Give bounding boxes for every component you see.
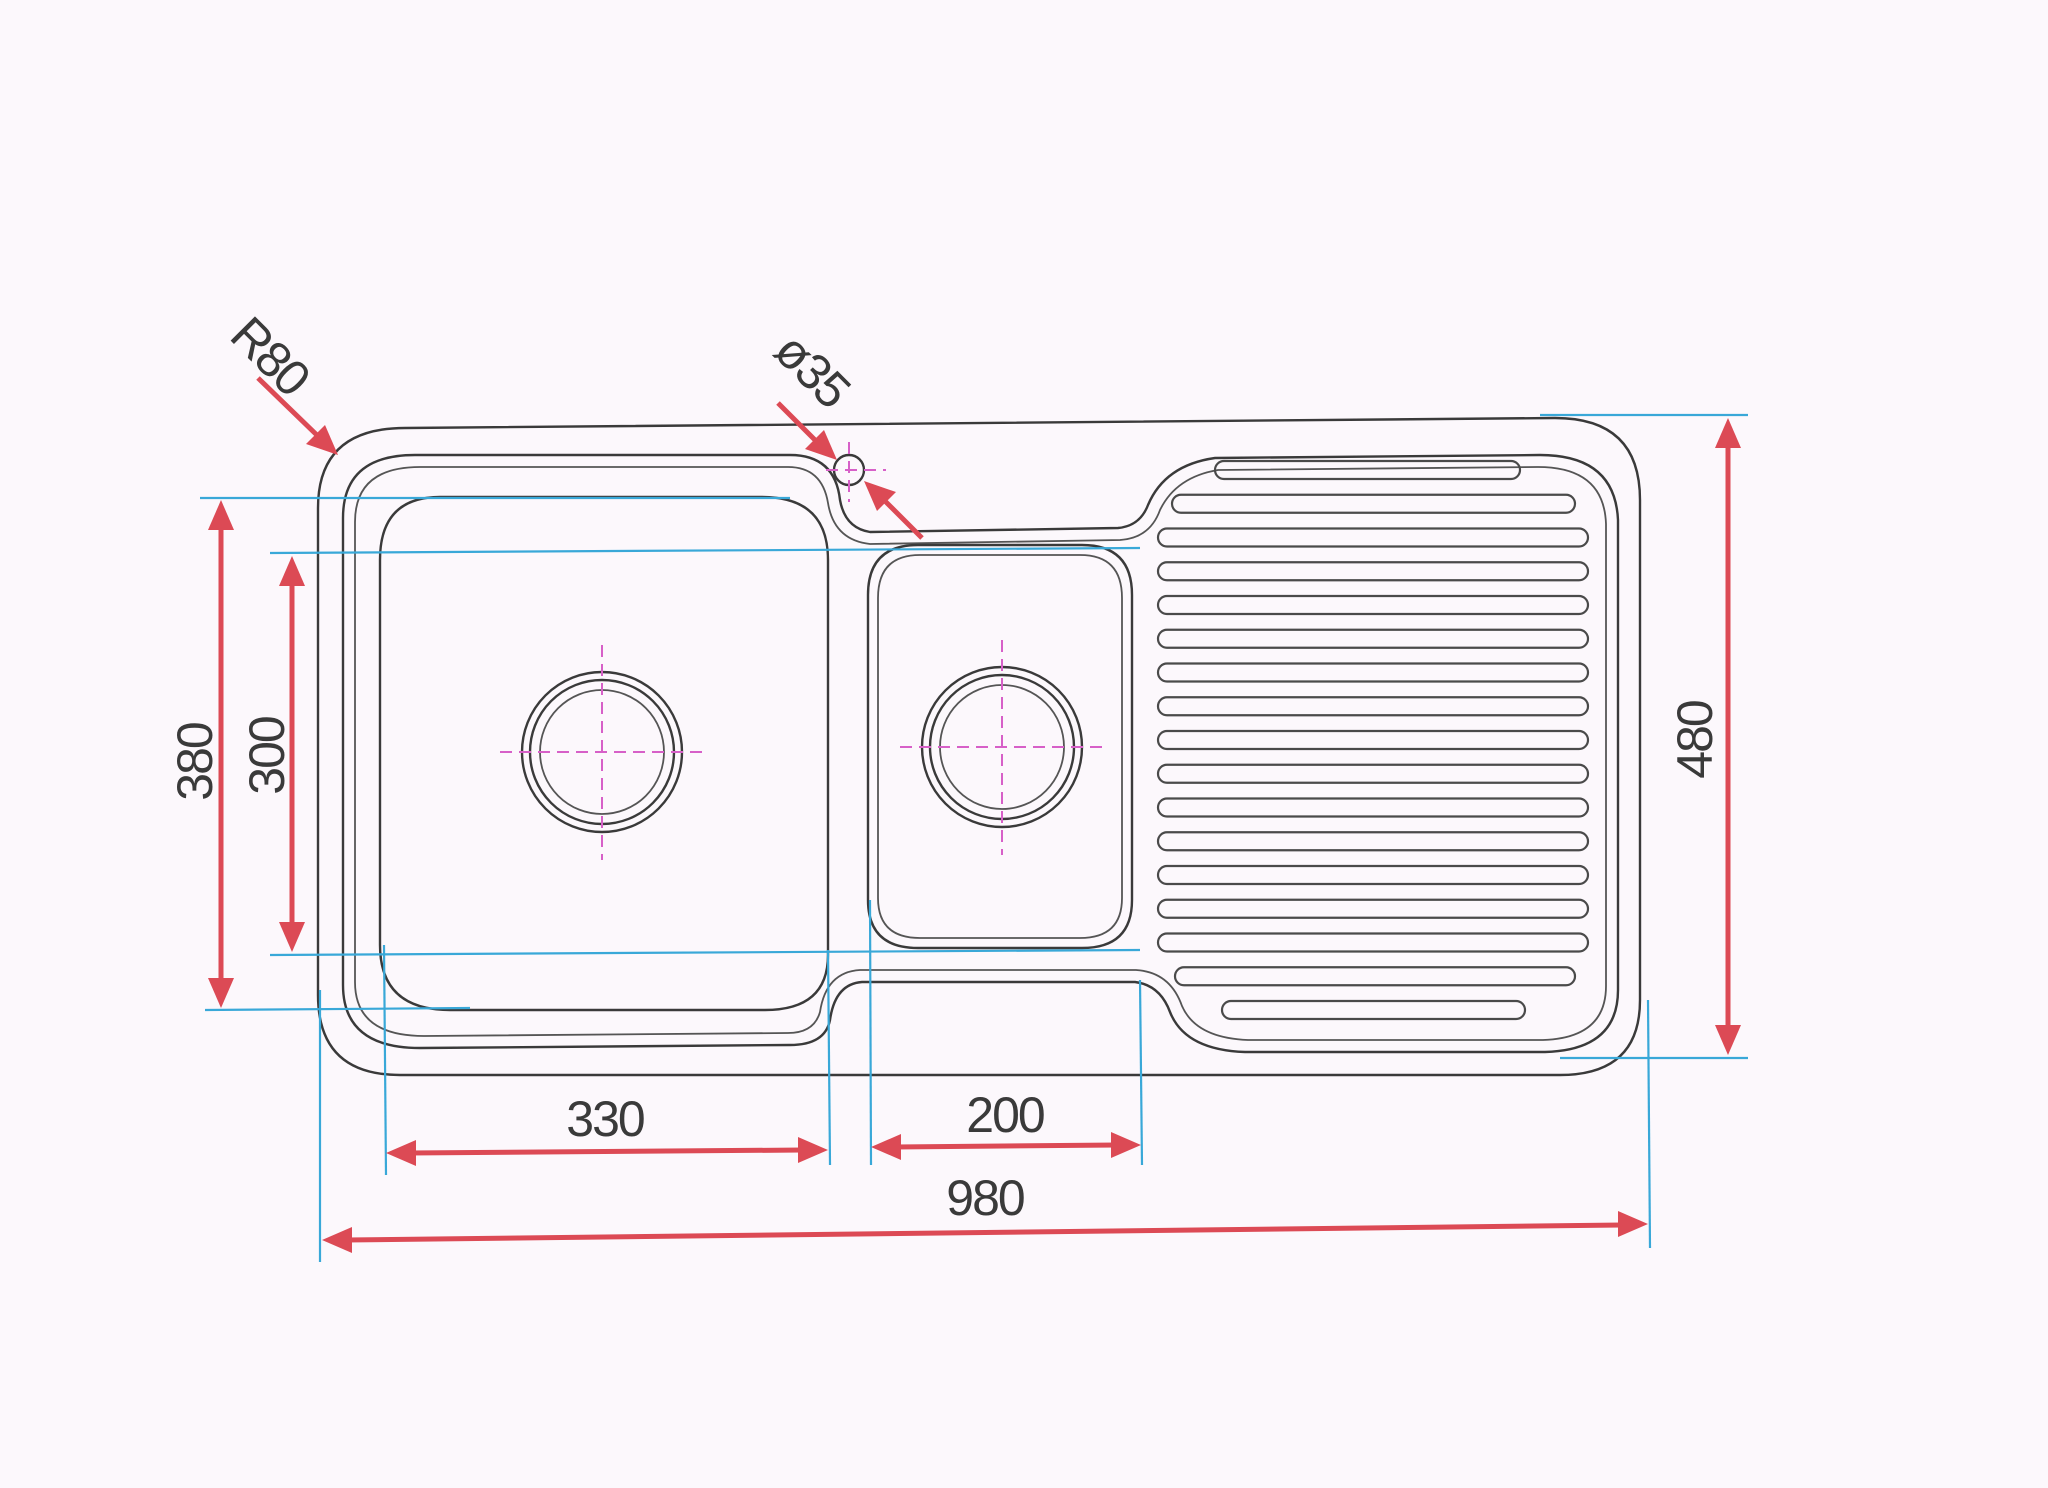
drainer-groove xyxy=(1156,561,1590,582)
main-bowl-outline xyxy=(378,495,830,1012)
label-480: 480 xyxy=(1667,701,1723,779)
dimension-lines xyxy=(208,376,1741,1253)
dim-980-arrow-right xyxy=(1618,1211,1648,1237)
tap-leader-arrow-a xyxy=(805,430,837,460)
ext-right-200 xyxy=(1138,979,1144,1166)
drainer-groove xyxy=(1156,831,1590,852)
dim-line-980 xyxy=(345,1222,1623,1243)
dim-200-arrow-right xyxy=(1111,1132,1141,1158)
tap-leader-line-a xyxy=(776,401,822,447)
small-bowl-outline xyxy=(866,543,1134,950)
label-r80: R80 xyxy=(220,306,320,406)
ext-top-300 xyxy=(269,546,1141,555)
dim-480-arrow-bottom xyxy=(1715,1025,1741,1055)
drainer-groove xyxy=(1213,459,1522,481)
label-200: 200 xyxy=(966,1087,1044,1143)
drainer-groove xyxy=(1170,493,1577,514)
label-380: 380 xyxy=(167,723,223,801)
drainer-groove xyxy=(1156,898,1590,919)
dim-380-arrow-top xyxy=(208,500,234,530)
dim-980-arrow-left xyxy=(322,1227,352,1253)
extension-lines xyxy=(200,413,1748,1262)
dim-330-arrow-left xyxy=(386,1140,416,1166)
ext-left-200 xyxy=(868,899,873,1166)
drainer-groove xyxy=(1156,696,1590,717)
ext-left-330 xyxy=(382,944,388,1176)
small-bowl-inner-outline xyxy=(877,554,1123,939)
dim-line-200 xyxy=(894,1142,1118,1150)
drainer-groove xyxy=(1156,527,1590,548)
centre-lines xyxy=(500,442,1105,860)
dim-200-arrow-left xyxy=(871,1134,901,1160)
r80-leader-arrow xyxy=(306,425,338,455)
drainer-groove xyxy=(1156,594,1590,616)
ext-bottom-300 xyxy=(269,948,1141,957)
drainer-groove xyxy=(1156,797,1590,818)
drainer-groove xyxy=(1156,662,1590,683)
dim-line-330 xyxy=(409,1147,804,1156)
drainer-grooves xyxy=(1156,459,1590,1021)
drainer-groove xyxy=(1156,864,1590,886)
dimension-labels: R80 ø35 380 300 480 330 200 980 xyxy=(167,306,1723,1226)
drainer-groove xyxy=(1156,628,1590,649)
drainer-groove xyxy=(1156,932,1590,953)
sink-inner-rim-offset xyxy=(354,466,1607,1041)
dim-300-arrow-bottom xyxy=(279,922,305,952)
ext-bottom-380 xyxy=(204,1006,471,1012)
r80-leader-line xyxy=(256,376,324,442)
ext-right-outer xyxy=(1646,999,1652,1249)
label-300: 300 xyxy=(239,717,295,795)
label-980: 980 xyxy=(946,1170,1024,1226)
dim-300-arrow-top xyxy=(279,556,305,586)
ext-right-330 xyxy=(826,949,832,1166)
drainer-groove xyxy=(1220,999,1527,1021)
drainer-groove xyxy=(1156,763,1590,784)
dim-330-arrow-right xyxy=(798,1137,828,1163)
sink-outer-rim xyxy=(316,416,1642,1077)
dim-380-arrow-bottom xyxy=(208,978,234,1008)
drainer-groove xyxy=(1156,729,1590,751)
dim-480-arrow-top xyxy=(1715,418,1741,448)
tap-leader-line-b xyxy=(878,494,924,540)
label-330: 330 xyxy=(566,1091,644,1147)
drainer-groove xyxy=(1173,966,1577,987)
tap-leader-arrow-b xyxy=(864,481,896,511)
